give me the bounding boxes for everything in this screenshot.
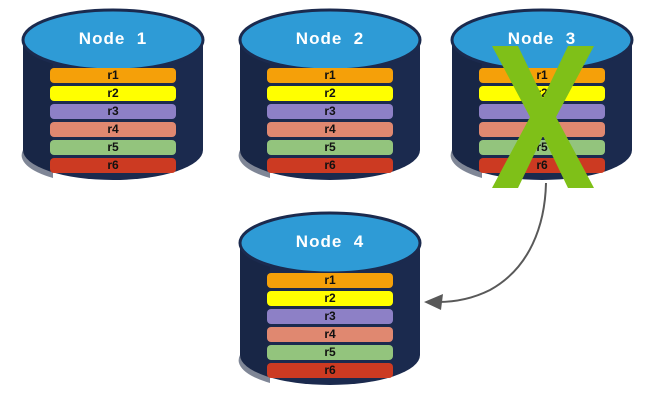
- row-label: r1: [324, 273, 336, 287]
- row-label: r1: [324, 68, 336, 82]
- row-r6[interactable]: r6: [50, 158, 176, 173]
- node-2-title: Node 2: [295, 29, 365, 48]
- node-1[interactable]: Node 1 r1 r2 r3 r4 r5 r6: [21, 8, 205, 180]
- row-label: r6: [324, 363, 336, 377]
- row-r5[interactable]: r5: [267, 140, 393, 155]
- row-r3[interactable]: r3: [50, 104, 176, 119]
- node-4-rows: r1 r2 r3 r4 r5 r6: [267, 273, 393, 378]
- row-r1[interactable]: r1: [267, 273, 393, 288]
- row-label: r6: [107, 158, 119, 172]
- row-r3[interactable]: r3: [267, 309, 393, 324]
- row-label: r3: [107, 104, 119, 118]
- row-label: r3: [324, 104, 336, 118]
- row-r4[interactable]: r4: [267, 327, 393, 342]
- row-r6[interactable]: r6: [267, 158, 393, 173]
- node-1-rows: r1 r2 r3 r4 r5 r6: [50, 68, 176, 173]
- row-r2[interactable]: r2: [267, 86, 393, 101]
- row-label: r4: [324, 122, 336, 136]
- row-label: r2: [324, 291, 336, 305]
- row-r6[interactable]: r6: [267, 363, 393, 378]
- row-r1[interactable]: r1: [267, 68, 393, 83]
- row-label: r1: [107, 68, 119, 82]
- row-label: r5: [324, 345, 336, 359]
- row-r5[interactable]: r5: [267, 345, 393, 360]
- row-label: r5: [324, 140, 336, 154]
- row-r4[interactable]: r4: [267, 122, 393, 137]
- row-label: r5: [107, 140, 119, 154]
- row-label: r2: [107, 86, 119, 100]
- row-label: r3: [324, 309, 336, 323]
- node-4-title: Node 4: [295, 232, 365, 251]
- node-2-rows: r1 r2 r3 r4 r5 r6: [267, 68, 393, 173]
- row-r4[interactable]: r4: [50, 122, 176, 137]
- node-3-title: Node 3: [507, 29, 577, 48]
- row-r2[interactable]: r2: [267, 291, 393, 306]
- row-label: r2: [324, 86, 336, 100]
- row-r5[interactable]: r5: [50, 140, 176, 155]
- row-label: r4: [324, 327, 336, 341]
- row-r2[interactable]: r2: [50, 86, 176, 101]
- row-label: r4: [107, 122, 119, 136]
- node-2[interactable]: Node 2 r1 r2 r3 r4 r5 r6: [238, 8, 422, 180]
- row-label: r6: [324, 158, 336, 172]
- row-r3[interactable]: r3: [267, 104, 393, 119]
- node-1-title: Node 1: [78, 29, 148, 48]
- node-4[interactable]: Node 4 r1 r2 r3 r4 r5 r6: [238, 211, 422, 385]
- row-r1[interactable]: r1: [50, 68, 176, 83]
